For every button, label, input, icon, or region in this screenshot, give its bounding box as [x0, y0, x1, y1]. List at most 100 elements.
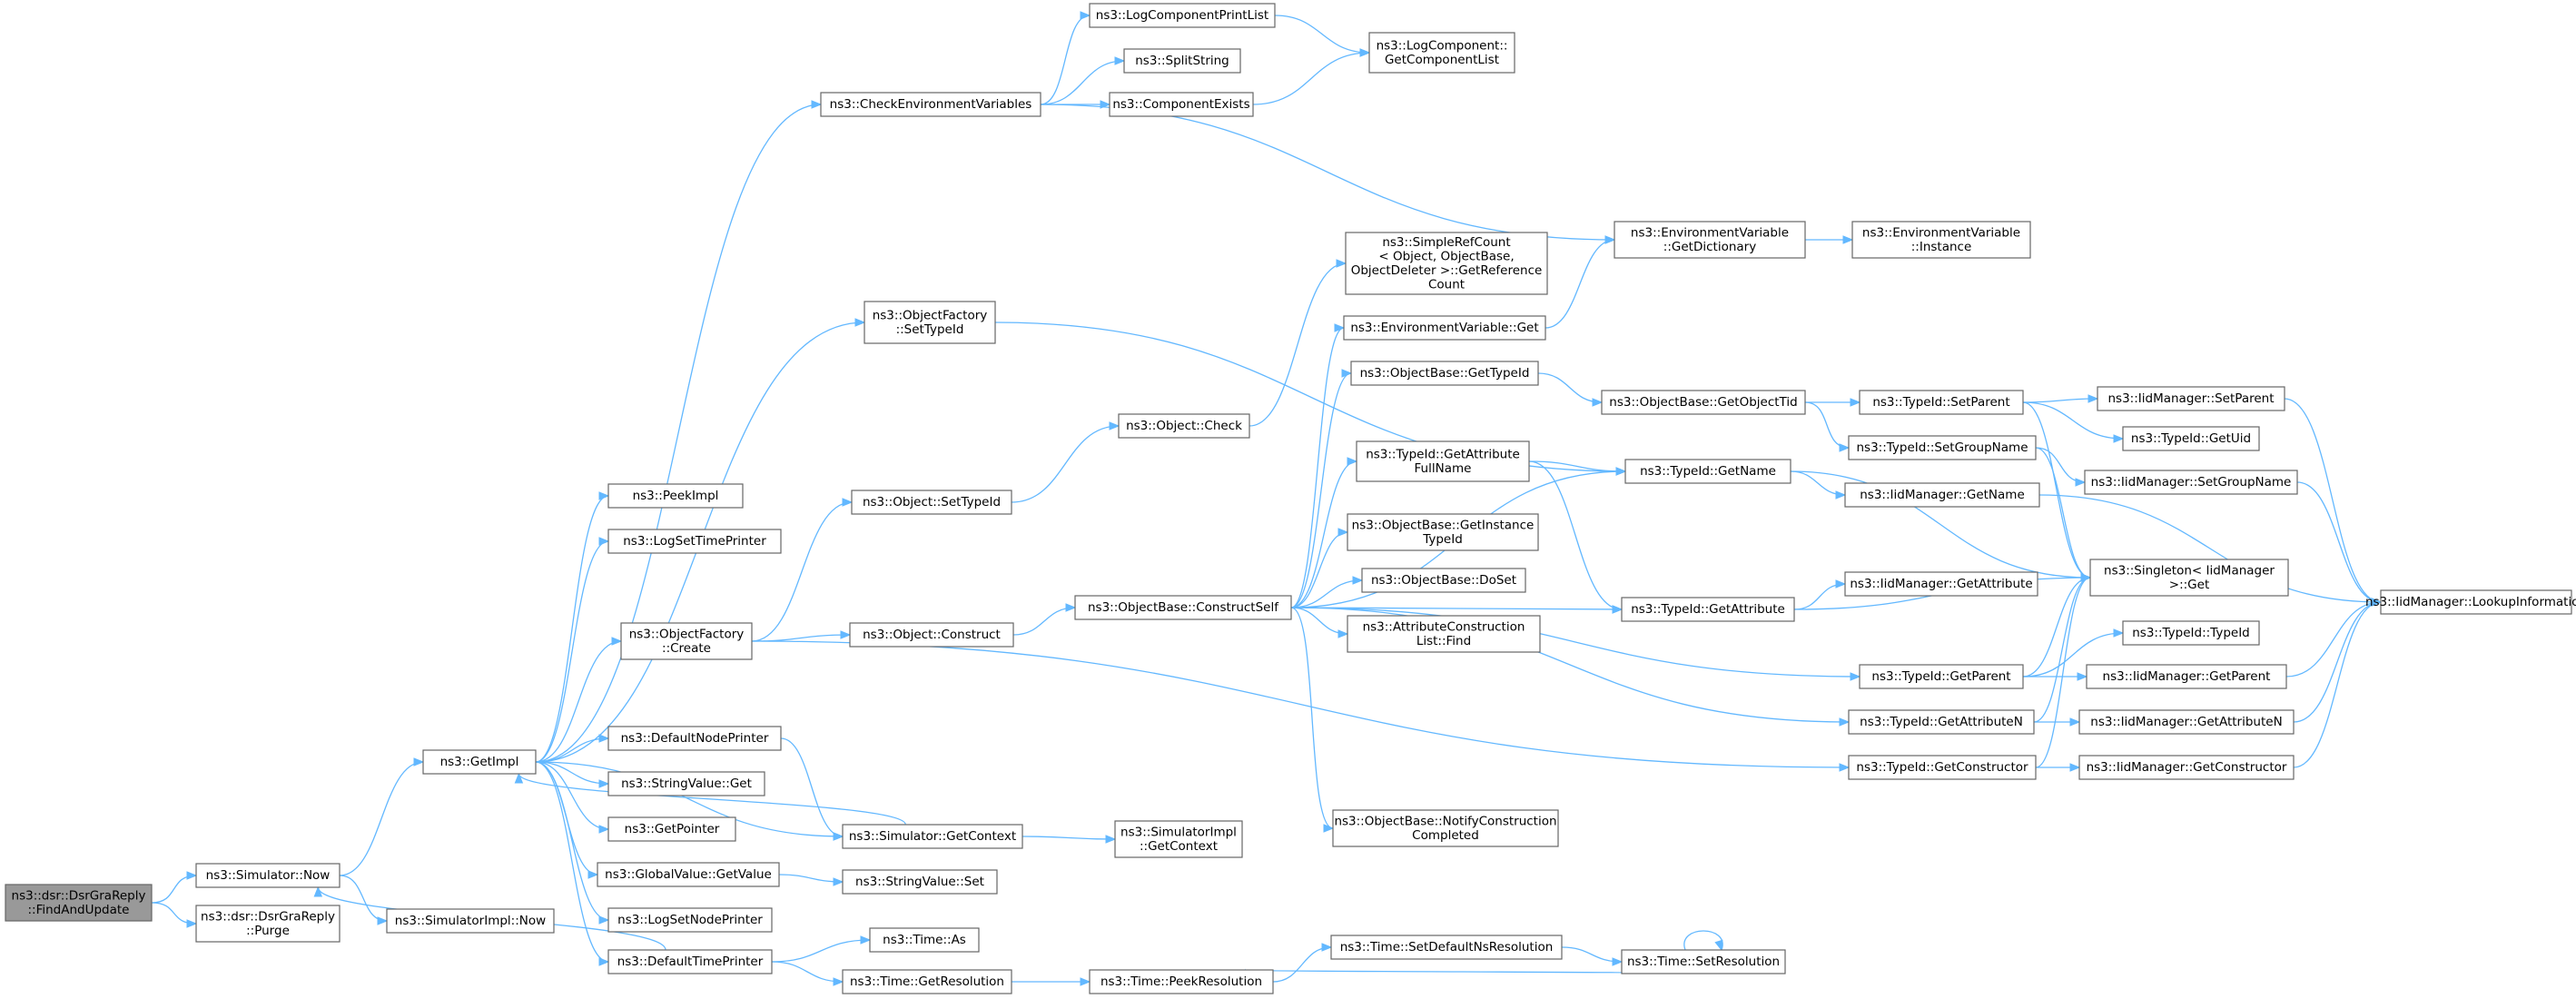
node-timeas[interactable]: ns3::Time::As	[869, 927, 980, 953]
node-label: ns3::dsr::DsrGraReply	[201, 909, 335, 924]
edge-checkenv-to-logcompprintlist	[1040, 11, 1091, 105]
edge-obconstructself-to-obdoset-arrowhead	[1352, 576, 1364, 585]
node-envvarinstance[interactable]: ns3::EnvironmentVariable::Instance	[1851, 221, 2031, 259]
node-logcompprintlist[interactable]: ns3::LogComponentPrintList	[1089, 3, 1276, 28]
node-timepeekres[interactable]: ns3::Time::PeekResolution	[1089, 969, 1274, 994]
node-tidgetattributen[interactable]: ns3::TypeId::GetAttributeN	[1848, 709, 2035, 735]
node-simplerefcount[interactable]: ns3::SimpleRefCount< Object, ObjectBase,…	[1345, 232, 1548, 295]
node-logsettimeprinter[interactable]: ns3::LogSetTimePrinter	[607, 529, 782, 554]
node-obnotifycc[interactable]: ns3::ObjectBase::NotifyConstructionCompl…	[1332, 809, 1559, 847]
node-label: List::Find	[1416, 634, 1471, 648]
node-getimpl[interactable]: ns3::GetImpl	[422, 749, 537, 775]
edge-tidgetattribute-to-iidgetattribute-arrowhead	[1835, 579, 1847, 589]
node-checkenv[interactable]: ns3::CheckEnvironmentVariables	[820, 92, 1041, 117]
node-iidgetname[interactable]: ns3::IidManager::GetName	[1844, 482, 2040, 508]
node-logcompgetlist[interactable]: ns3::LogComponent::GetComponentList	[1368, 32, 1515, 74]
node-iidlookup[interactable]: ns3::IidManager::LookupInformation	[2365, 589, 2576, 615]
edge-obconstructself-to-tidgetparent	[1290, 607, 1861, 681]
edge-getimpl-to-logsettimeprinter	[535, 537, 610, 763]
node-box	[1859, 664, 2024, 689]
edge-timesetres-to-timesetres	[1683, 930, 1723, 952]
node-stringvalueset[interactable]: ns3::StringValue::Set	[842, 869, 998, 895]
node-label: ns3::Time::SetResolution	[1627, 954, 1780, 969]
node-compexists[interactable]: ns3::ComponentExists	[1109, 92, 1254, 117]
node-splitstring[interactable]: ns3::SplitString	[1123, 48, 1241, 74]
node-simgetcontext[interactable]: ns3::Simulator::GetContext	[842, 824, 1023, 849]
node-box	[1109, 92, 1254, 117]
node-iidsetparent[interactable]: ns3::IidManager::SetParent	[2097, 386, 2285, 411]
node-objconstruct[interactable]: ns3::Object::Construct	[849, 622, 1014, 648]
node-iidgetconstructor[interactable]: ns3::IidManager::GetConstructor	[2078, 755, 2295, 780]
node-label: ns3::ObjectFactory	[873, 308, 988, 322]
node-box	[1118, 413, 1250, 439]
edge-tidgetparent-to-iidgetparent	[2023, 672, 2088, 681]
node-logsetnodeprinter[interactable]: ns3::LogSetNodePrinter	[607, 907, 773, 933]
node-box	[1361, 568, 1526, 593]
node-tidgetparent[interactable]: ns3::TypeId::GetParent	[1859, 664, 2024, 689]
node-tidsetgroupname[interactable]: ns3::TypeId::SetGroupName	[1848, 435, 2037, 460]
edge-simnow-to-getimpl	[339, 757, 425, 876]
node-ofsettypeid[interactable]: ns3::ObjectFactory::SetTypeId	[864, 301, 996, 344]
edge-findandupdate-to-simnow-line	[151, 875, 197, 904]
edge-obconstructself-to-attrconstlistfind-arrowhead	[1337, 629, 1349, 638]
node-tidgetuid[interactable]: ns3::TypeId::GetUid	[2122, 426, 2260, 451]
node-stringvalueget[interactable]: ns3::StringValue::Get	[607, 771, 765, 796]
node-tidgetname[interactable]: ns3::TypeId::GetName	[1624, 459, 1791, 484]
node-purge[interactable]: ns3::dsr::DsrGraReply::Purge	[195, 905, 341, 943]
node-defaulttimeprinter[interactable]: ns3::DefaultTimePrinter	[607, 949, 773, 974]
node-label: ::SetTypeId	[896, 322, 964, 337]
node-timegetres[interactable]: ns3::Time::GetResolution	[842, 969, 1012, 994]
node-objcheck[interactable]: ns3::Object::Check	[1118, 413, 1250, 439]
node-envvargetdict[interactable]: ns3::EnvironmentVariable::GetDictionary	[1614, 221, 1806, 259]
node-label: FullName	[1415, 461, 1472, 476]
edge-timepeekres-to-timesetdefaultns	[1272, 943, 1333, 983]
node-findandupdate[interactable]: ns3::dsr::DsrGraReply::FindAndUpdate	[5, 884, 153, 922]
node-singletonget[interactable]: ns3::Singleton< IidManager>::Get	[2089, 559, 2289, 597]
node-iidgetattributen[interactable]: ns3::IidManager::GetAttributeN	[2078, 709, 2295, 735]
node-iidgetparent[interactable]: ns3::IidManager::GetParent	[2086, 664, 2287, 689]
node-obgettypeid[interactable]: ns3::ObjectBase::GetTypeId	[1350, 361, 1539, 386]
node-box	[620, 622, 753, 660]
node-simimplnow[interactable]: ns3::SimulatorImpl::Now	[386, 908, 555, 934]
node-iidsetgroupname[interactable]: ns3::IidManager::SetGroupName	[2084, 470, 2298, 495]
edge-checkenv-to-splitstring	[1040, 56, 1126, 105]
node-tidsetparent[interactable]: ns3::TypeId::SetParent	[1859, 390, 2024, 415]
node-peekimpl[interactable]: ns3::PeekImpl	[607, 483, 744, 509]
edge-objcheck-to-simplerefcount-line	[1249, 262, 1347, 427]
node-timesetdefaultns[interactable]: ns3::Time::SetDefaultNsResolution	[1330, 935, 1563, 960]
edge-obconstructself-to-envvarget-line	[1290, 327, 1345, 608]
edge-simgetcontext-to-getimpl	[514, 772, 906, 826]
node-box	[2078, 709, 2295, 735]
edge-ofcreate-to-objsettypeid	[751, 498, 854, 642]
node-label: ns3::TypeId::SetParent	[1872, 395, 2009, 410]
node-getpointer[interactable]: ns3::GetPointer	[607, 816, 736, 842]
edge-ofcreate-to-tidgetconstructor-arrowhead	[1839, 763, 1851, 772]
node-obdoset[interactable]: ns3::ObjectBase::DoSet	[1361, 568, 1526, 593]
node-box	[1089, 3, 1276, 28]
node-simnow[interactable]: ns3::Simulator::Now	[195, 863, 341, 888]
node-simimplgetcontext[interactable]: ns3::SimulatorImpl::GetContext	[1114, 820, 1243, 858]
edge-iidgetname-to-iidlookup-line	[2038, 494, 2382, 603]
node-box	[1368, 32, 1515, 74]
node-defaultnodeprinter[interactable]: ns3::DefaultNodePrinter	[607, 726, 782, 751]
node-globalvaluegetvalue[interactable]: ns3::GlobalValue::GetValue	[597, 862, 780, 887]
node-box	[1114, 820, 1243, 858]
node-ofcreate[interactable]: ns3::ObjectFactory::Create	[620, 622, 753, 660]
node-obgetobjecttid[interactable]: ns3::ObjectBase::GetObjectTid	[1601, 390, 1806, 415]
edge-getimpl-to-defaulttimeprinter	[535, 761, 610, 966]
node-obconstructself[interactable]: ns3::ObjectBase::ConstructSelf	[1074, 595, 1292, 620]
node-label: ns3::StringValue::Get	[621, 776, 752, 791]
node-iidgetattribute[interactable]: ns3::IidManager::GetAttribute	[1844, 571, 2038, 597]
node-tidtypeid[interactable]: ns3::TypeId::TypeId	[2122, 620, 2260, 646]
node-envvarget[interactable]: ns3::EnvironmentVariable::Get	[1343, 315, 1546, 341]
node-timesetres[interactable]: ns3::Time::SetResolution	[1621, 949, 1786, 974]
node-label: ::GetDictionary	[1663, 240, 1756, 254]
node-tidgetattribute[interactable]: ns3::TypeId::GetAttribute	[1621, 597, 1795, 622]
node-tidgetconstructor[interactable]: ns3::TypeId::GetConstructor	[1848, 755, 2037, 780]
edge-defaultnodeprinter-to-simgetcontext-arrowhead	[833, 832, 844, 841]
node-label: ns3::StringValue::Set	[855, 875, 984, 889]
node-objsettypeid[interactable]: ns3::Object::SetTypeId	[851, 490, 1012, 515]
